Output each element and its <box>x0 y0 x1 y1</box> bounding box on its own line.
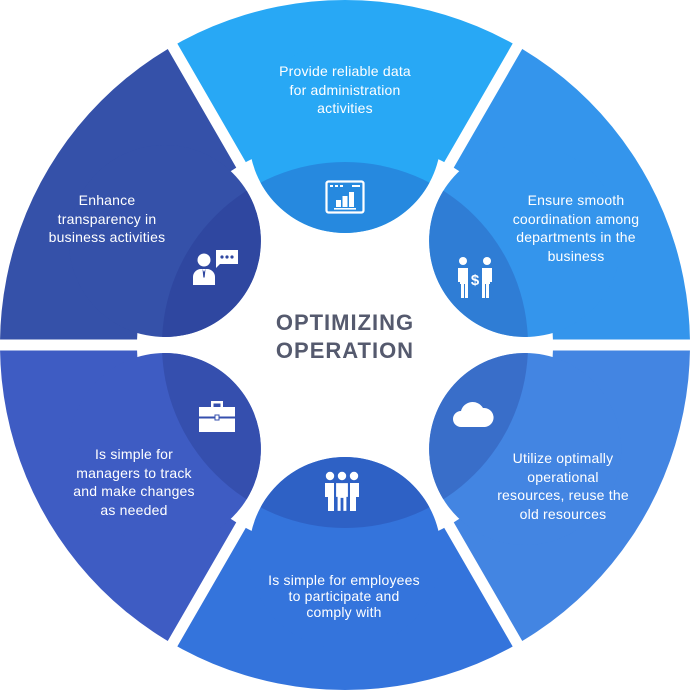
segment-label-line: and make changes <box>73 483 195 500</box>
segment-inner-shade <box>429 162 528 337</box>
segment-label-line: departments in the <box>516 229 636 246</box>
briefcase-icon <box>198 399 236 433</box>
center-title-line-2: OPERATION <box>275 338 415 363</box>
segment-label-line: business <box>547 247 605 264</box>
segment-label-upper-right: Ensure smooth coordination among departm… <box>513 191 640 265</box>
segment-label-line: managers to track <box>76 464 192 481</box>
segment-label-bottom: Is simple for employees to participate a… <box>268 572 420 620</box>
segment-label-line: operational <box>527 468 599 485</box>
team-people-icon <box>322 471 362 513</box>
dashboard-chart-icon <box>325 180 365 214</box>
segment-label-line: Utilize optimally <box>512 450 614 466</box>
segment-label-line: for administration <box>289 81 401 98</box>
segment-label-line: activities <box>317 100 373 117</box>
segment-label-line: Is simple for employees <box>268 572 420 588</box>
segment-label-line: Is simple for <box>94 446 174 462</box>
center-title-line-1: OPTIMIZING <box>275 310 415 335</box>
cloud-icon <box>452 400 494 428</box>
segment-label-line: to participate and <box>288 588 400 604</box>
segment-label-line: comply with <box>306 604 382 620</box>
segment-inner-shade <box>162 162 261 337</box>
segment-inner-shade <box>162 353 261 528</box>
segment-label-line: coordination among <box>512 210 640 227</box>
segment-label-line: transparency in <box>57 210 157 227</box>
segment-label-lower-right: Utilize optimally operational resources,… <box>497 449 629 523</box>
segment-label-line: Provide reliable data <box>279 63 411 79</box>
segment-label-line: business activities <box>48 229 166 246</box>
segment-inner-shade <box>429 353 528 528</box>
segment-label-line: as needed <box>100 501 168 518</box>
segment-label-lower-left: Is simple for managers to track and make… <box>73 445 195 519</box>
segment-label-line: Ensure smooth <box>527 192 625 208</box>
svg-text:$: $ <box>471 272 480 289</box>
center-title: OPTIMIZING OPERATION <box>276 309 414 365</box>
person-chat-icon <box>192 248 242 286</box>
segment-label-upper-left: Enhance transparency in business activit… <box>49 191 166 247</box>
segment-label-line: Enhance <box>78 192 136 208</box>
segment-label-line: resources, reuse the <box>497 487 629 504</box>
segment-label-line: old resources <box>519 505 607 522</box>
segment-label-top: Provide reliable data for administration… <box>279 62 411 118</box>
business-handshake-money-icon: $ <box>456 256 494 300</box>
